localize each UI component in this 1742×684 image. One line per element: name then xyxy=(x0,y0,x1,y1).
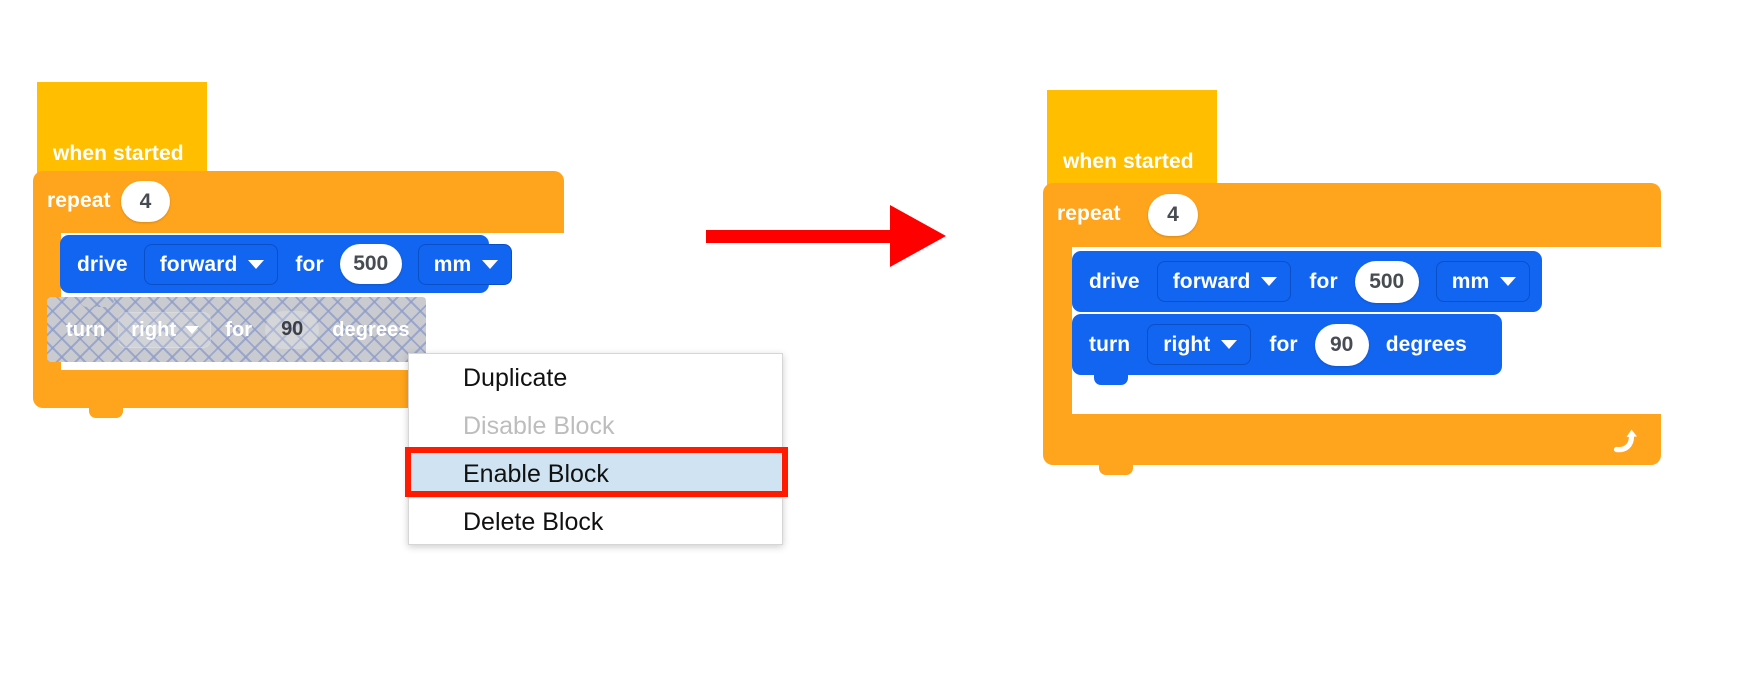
repeat-footer-notch-after xyxy=(1099,465,1133,475)
when-started-label-after: when started xyxy=(1063,150,1194,173)
turn-direction-value: right xyxy=(131,318,177,341)
drive-distance-field-after[interactable]: 500 xyxy=(1354,260,1419,303)
drive-units-dropdown[interactable]: mm xyxy=(417,243,513,285)
drive-direction-dropdown-after[interactable]: forward xyxy=(1156,261,1292,302)
repeat-label-after: repeat xyxy=(1057,202,1121,225)
drive-block-after[interactable]: drive forward for 500 mm xyxy=(1072,251,1542,312)
turn-bottom-notch-after xyxy=(1094,375,1128,385)
repeat-left-spine-after xyxy=(1043,240,1072,420)
when-started-label: when started xyxy=(53,142,184,165)
drive-direction-dropdown[interactable]: forward xyxy=(143,243,279,285)
repeat-footer-bar-after xyxy=(1043,414,1661,465)
hat-body-shape xyxy=(1047,138,1217,186)
when-started-hat-block[interactable]: when started xyxy=(37,82,207,188)
repeat-header-bar xyxy=(33,171,564,233)
turn-top-notch xyxy=(80,297,114,307)
chevron-down-icon xyxy=(248,259,265,269)
drive-top-notch xyxy=(82,235,116,245)
drive-units-dropdown-after[interactable]: mm xyxy=(1435,261,1531,302)
repeat-header-bar-after xyxy=(1043,183,1661,247)
drive-units-value: mm xyxy=(433,252,472,276)
drive-block[interactable]: drive forward for 500 mm xyxy=(60,235,513,293)
turn-connector-label-after: for xyxy=(1269,333,1298,356)
drive-direction-value-after: forward xyxy=(1172,270,1251,293)
drive-distance-field[interactable]: 500 xyxy=(339,244,402,284)
drive-connector-label-after: for xyxy=(1309,270,1338,293)
context-menu-item-delete-block[interactable]: Delete Block xyxy=(463,507,604,536)
turn-amount-field-after[interactable]: 90 xyxy=(1314,323,1369,366)
turn-block-after[interactable]: turn right for 90 degrees xyxy=(1072,314,1502,375)
drive-verb-label: drive xyxy=(77,252,128,276)
hat-body-shape xyxy=(37,130,207,178)
loop-arrow-icon xyxy=(1613,429,1637,453)
turn-verb-label: turn xyxy=(66,318,106,341)
turn-units-label: degrees xyxy=(332,318,410,341)
repeat-footer-notch xyxy=(89,408,123,418)
drive-top-notch xyxy=(1094,251,1128,261)
when-started-hat-block-after[interactable]: when started xyxy=(1047,90,1217,196)
right-arrow-icon xyxy=(890,205,946,267)
context-menu-item-disable-block: Disable Block xyxy=(463,411,615,440)
turn-connector-label: for xyxy=(225,318,253,341)
turn-direction-value-after: right xyxy=(1163,333,1211,356)
chevron-down-icon xyxy=(185,325,200,334)
drive-direction-value: forward xyxy=(159,252,238,276)
turn-block-disabled[interactable]: turn right for 90 degrees xyxy=(47,297,426,362)
block-context-menu[interactable]: Duplicate Disable Block Enable Block Del… xyxy=(408,353,783,545)
repeat-footer-bar xyxy=(33,370,433,408)
drive-connector-label: for xyxy=(295,252,324,276)
chevron-down-icon xyxy=(1261,277,1278,286)
repeat-count-field[interactable]: 4 xyxy=(121,181,170,222)
chevron-down-icon xyxy=(1221,340,1238,349)
turn-amount-field[interactable]: 90 xyxy=(265,310,320,349)
turn-direction-dropdown[interactable]: right xyxy=(118,311,212,348)
chevron-down-icon xyxy=(482,259,499,269)
chevron-down-icon xyxy=(1500,277,1517,286)
drive-verb-label-after: drive xyxy=(1089,270,1140,293)
turn-verb-label-after: turn xyxy=(1089,333,1131,356)
right-arrow-shaft xyxy=(706,230,901,243)
context-menu-item-duplicate[interactable]: Duplicate xyxy=(463,363,568,392)
turn-direction-dropdown-after[interactable]: right xyxy=(1147,324,1252,365)
context-menu-item-enable-block[interactable]: Enable Block xyxy=(409,450,782,498)
repeat-count-field-after[interactable]: 4 xyxy=(1148,194,1198,236)
repeat-label: repeat xyxy=(47,189,111,212)
turn-units-label-after: degrees xyxy=(1385,333,1467,356)
turn-top-notch xyxy=(1094,314,1128,324)
drive-units-value-after: mm xyxy=(1451,270,1490,293)
